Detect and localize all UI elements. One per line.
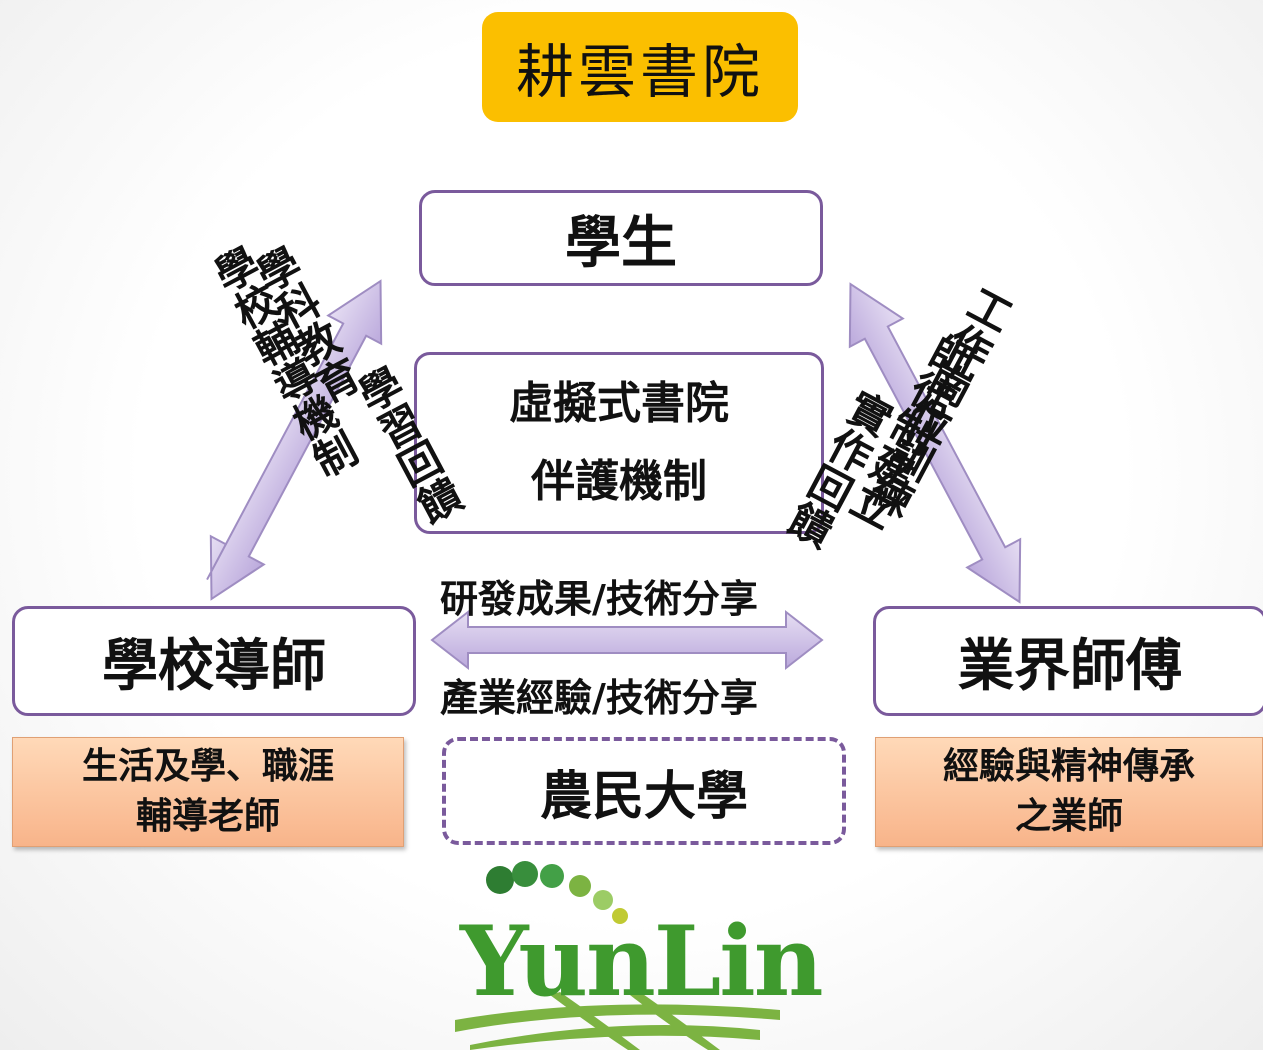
arrow-top-label: 研發成果/技術分享 [440, 577, 758, 621]
horizontal-double-arrow [430, 609, 824, 671]
teacher-role-line-1: 生活及學、職涯 [81, 746, 334, 787]
teacher-role-line-2: 輔導老師 [135, 796, 280, 837]
page-title: 耕雲書院 [482, 12, 798, 122]
left-double-arrow [206, 279, 383, 601]
industry-mentor-node: 業界師傅 [873, 606, 1263, 716]
teacher-role-box: 生活及學、職涯 輔導老師 [12, 737, 404, 847]
school-teacher-node: 學校導師 [12, 606, 416, 716]
mentor-role-line-2: 之業師 [1014, 796, 1123, 837]
mentor-role-line-1: 經驗與精神傳承 [942, 746, 1195, 787]
logo-fields-icon [455, 992, 780, 1050]
right-double-arrow [848, 282, 1022, 604]
university-node: 農民大學 [442, 737, 846, 845]
yunlin-logo: YunLin [460, 905, 824, 1018]
center-line-2: 伴護機制 [531, 456, 707, 507]
mentor-role-box: 經驗與精神傳承 之業師 [875, 737, 1263, 847]
student-node: 學生 [419, 190, 823, 286]
logo-dots-icon [486, 861, 628, 924]
center-line-1: 虛擬式書院 [509, 378, 729, 429]
center-node: 虛擬式書院 伴護機制 [414, 352, 824, 534]
arrow-bottom-label: 產業經驗/技術分享 [440, 676, 758, 720]
